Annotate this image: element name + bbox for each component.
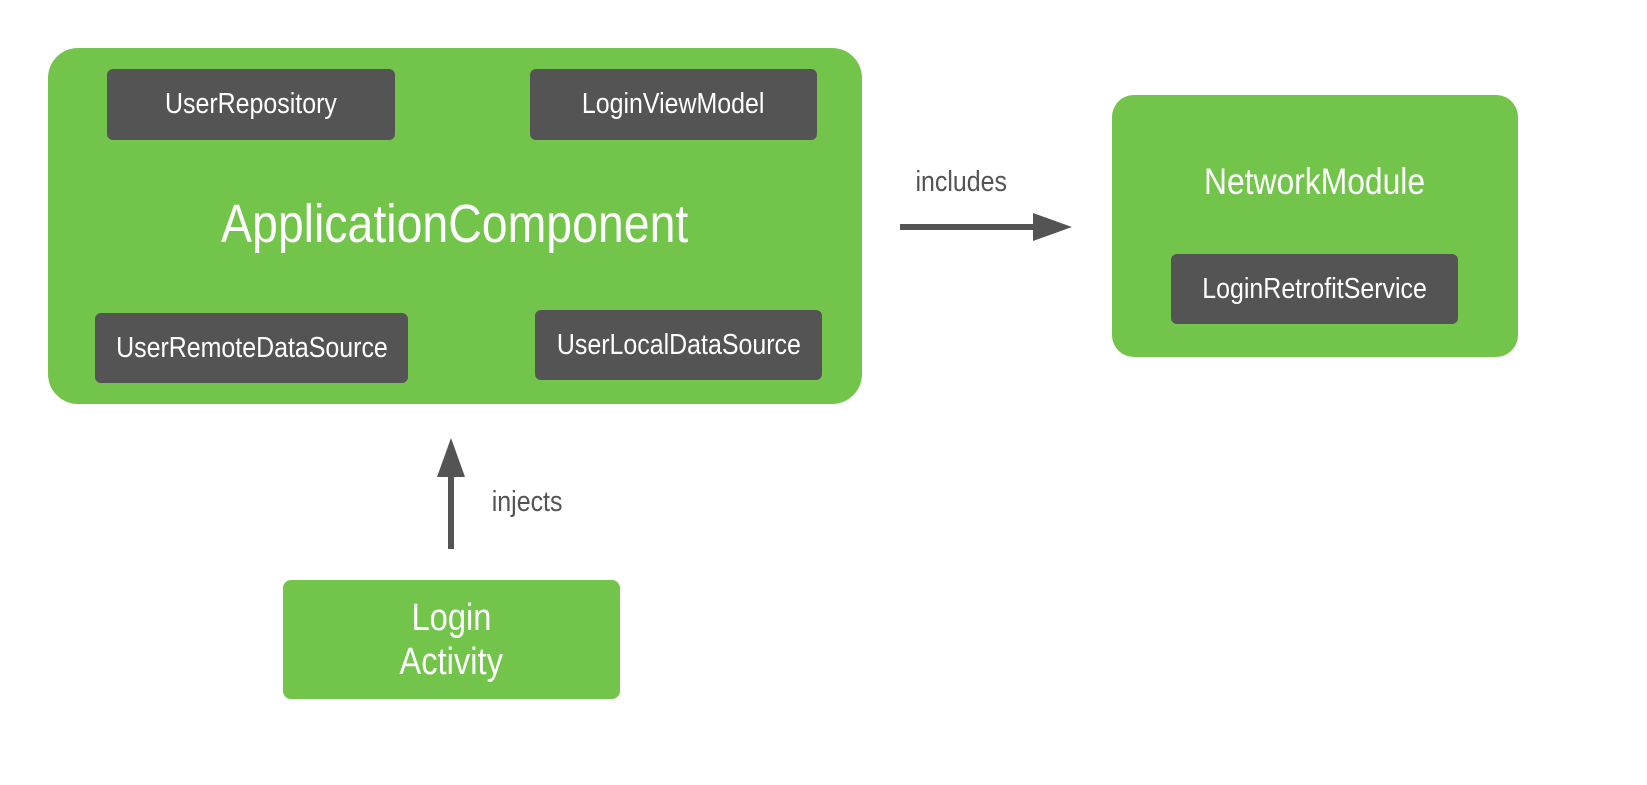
binding-user-repository: UserRepository bbox=[107, 69, 395, 140]
includes-label: includes bbox=[915, 166, 1007, 198]
includes-arrow bbox=[900, 213, 1072, 241]
login-activity-label: Login Activity bbox=[399, 597, 504, 683]
network-module-box: NetworkModule LoginRetrofitService bbox=[1112, 95, 1518, 357]
binding-label: LoginViewModel bbox=[582, 88, 765, 120]
application-component-title: ApplicationComponent bbox=[221, 194, 689, 254]
network-module-title: NetworkModule bbox=[1204, 161, 1426, 202]
binding-login-retrofit-service: LoginRetrofitService bbox=[1171, 254, 1458, 324]
injects-label: injects bbox=[491, 486, 563, 518]
binding-label: UserRepository bbox=[165, 88, 337, 120]
binding-label: LoginRetrofitService bbox=[1202, 272, 1427, 305]
binding-login-view-model: LoginViewModel bbox=[530, 69, 817, 140]
binding-label: UserRemoteDataSource bbox=[115, 331, 388, 364]
login-activity-box: Login Activity bbox=[283, 580, 620, 699]
binding-user-remote-data-source: UserRemoteDataSource bbox=[95, 313, 408, 383]
binding-user-local-data-source: UserLocalDataSource bbox=[535, 310, 822, 380]
binding-label: UserLocalDataSource bbox=[556, 328, 801, 361]
injects-arrow bbox=[437, 438, 465, 549]
application-component-box: UserRepository LoginViewModel Applicatio… bbox=[48, 48, 862, 404]
